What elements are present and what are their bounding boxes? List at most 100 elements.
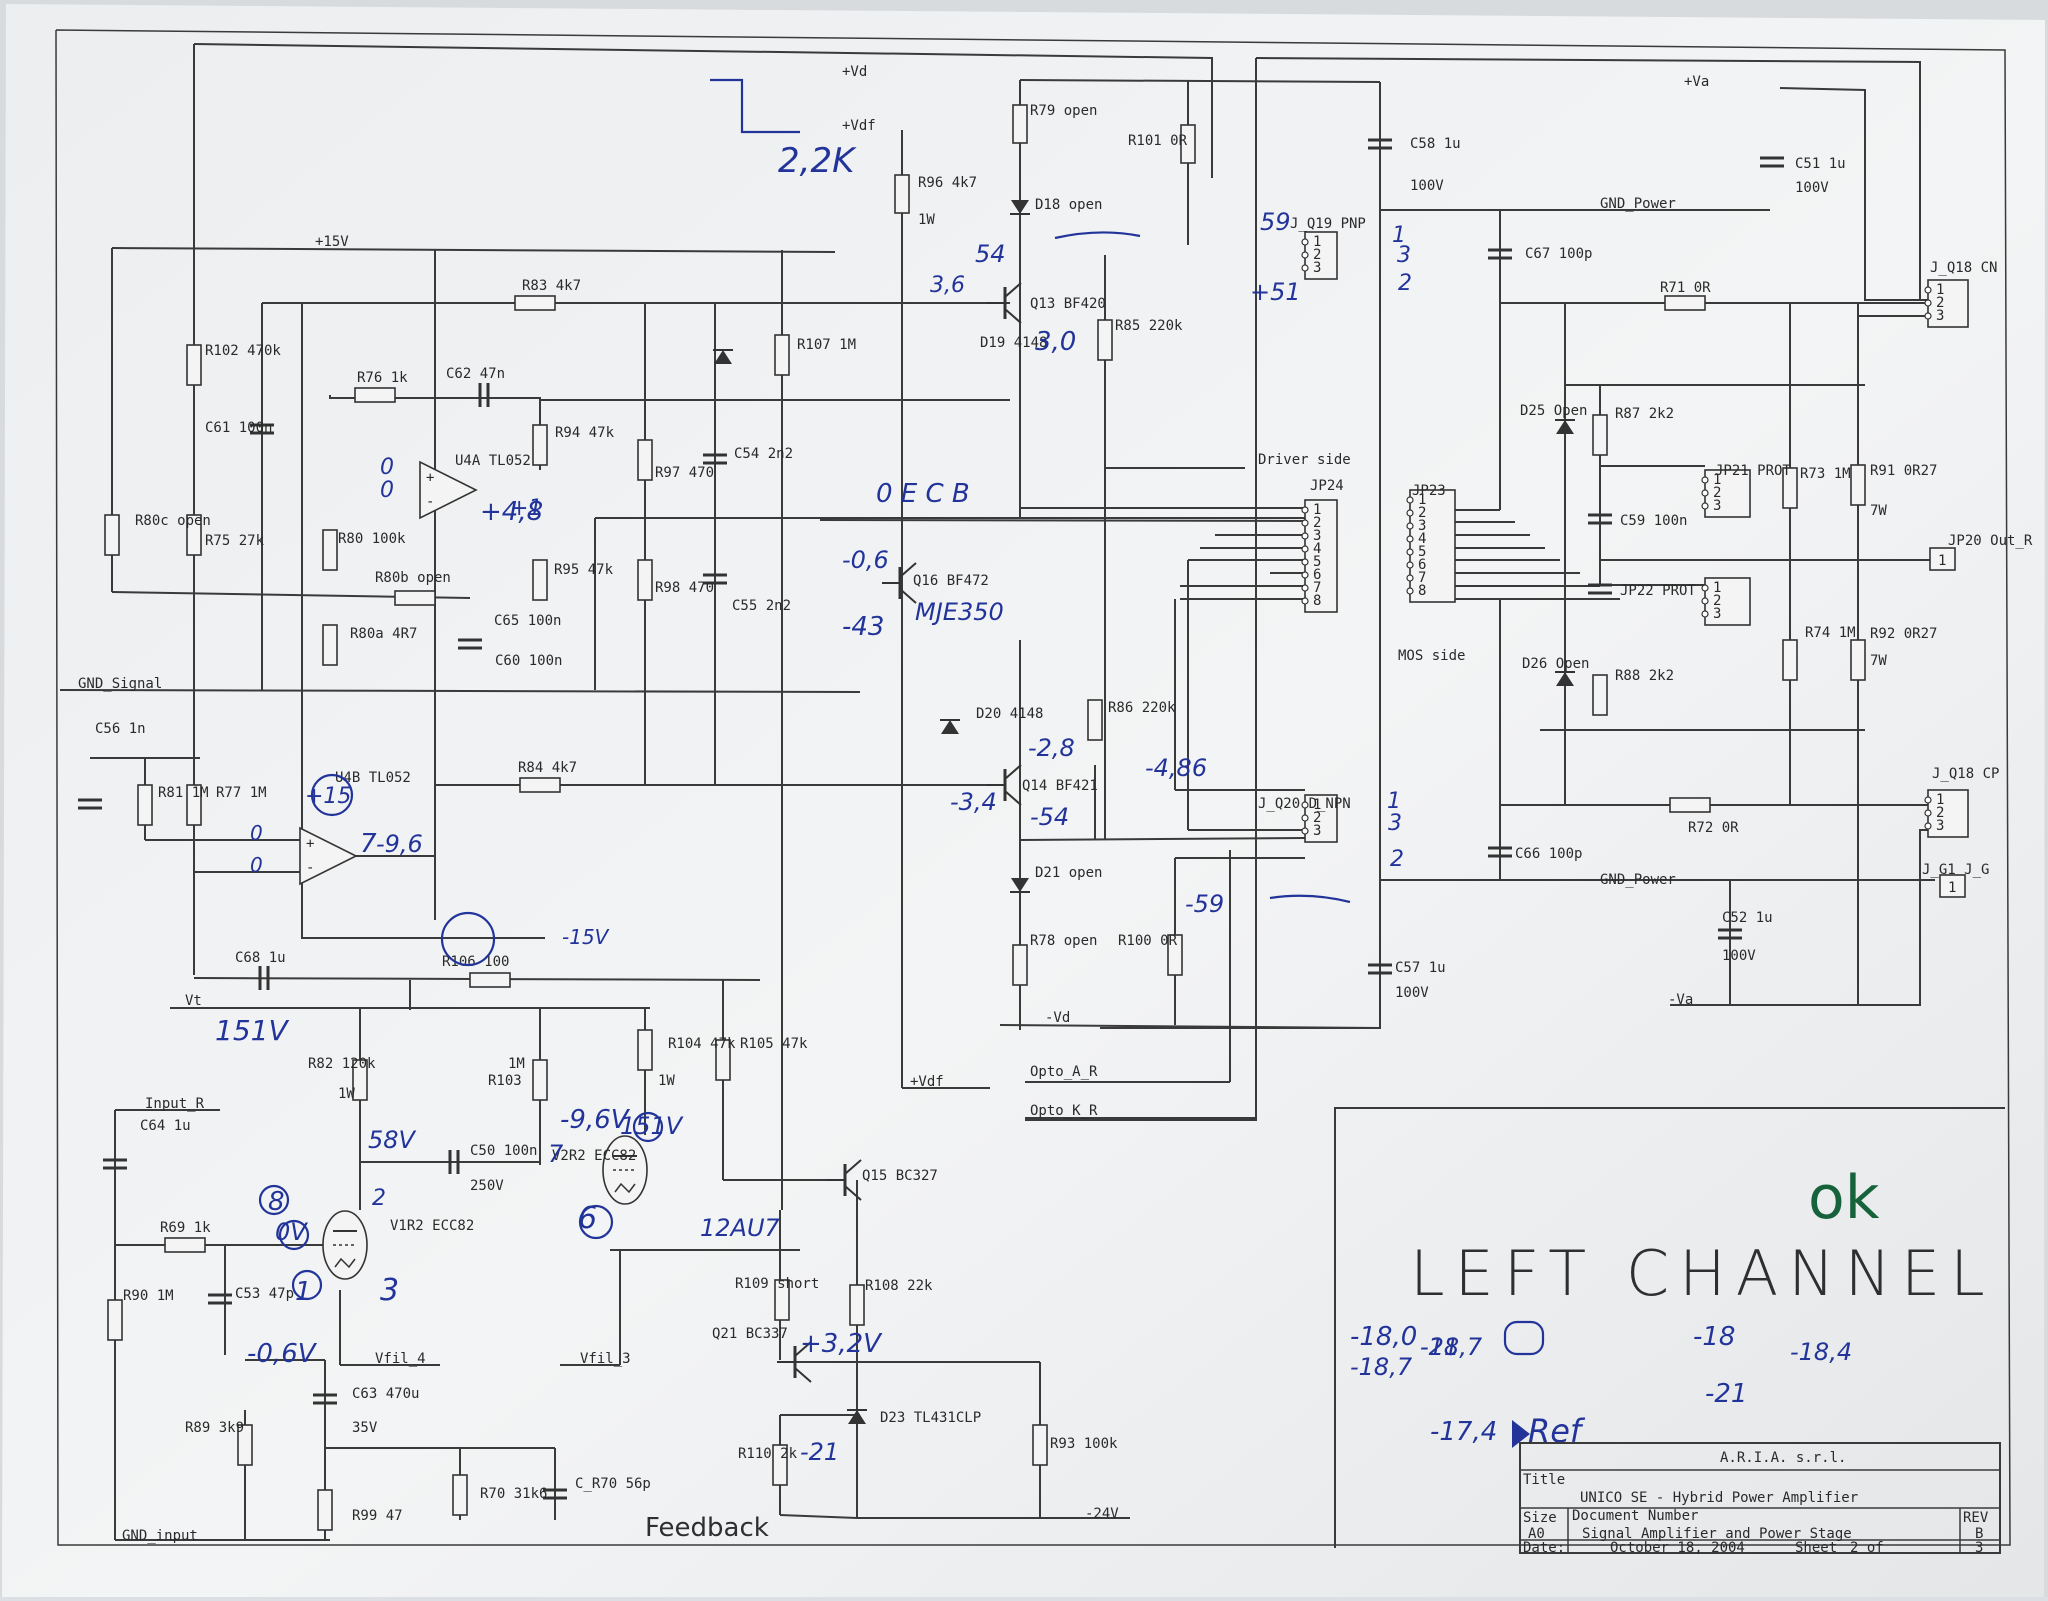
handwritten-note: -43 [842, 612, 884, 642]
handwritten-note: 2 [372, 1186, 386, 1211]
component-label: C61 100n [205, 420, 272, 436]
handwritten-note: -9,6V [560, 1105, 631, 1135]
component-label: R88 2k2 [1615, 668, 1674, 684]
resistor-symbol [532, 424, 548, 466]
jp20-pin-number: 1 [1938, 553, 1946, 569]
handwritten-note: -2,8 [1028, 734, 1075, 762]
capacitor-symbol [208, 1293, 232, 1305]
component-label: R94 47k [555, 425, 615, 441]
handwritten-note: +4,8 [480, 497, 543, 527]
resistor-symbol [1167, 934, 1183, 976]
ink-circle [632, 1111, 664, 1143]
handwritten-note: 3 [1397, 243, 1411, 268]
component-label: C68 1u [235, 950, 286, 966]
net-label: Driver side [1258, 452, 1351, 468]
component-label: R99 47 [352, 1508, 403, 1524]
component-label: C_R70 56p [575, 1476, 651, 1492]
resistor-symbol [1664, 295, 1706, 311]
component-label: C50 100n [470, 1143, 537, 1159]
resistor-symbol [107, 1299, 123, 1341]
ink-circle [440, 911, 496, 967]
capacitor-symbol [1488, 248, 1512, 260]
component-label: 100V [1722, 948, 1756, 964]
jg1-pin-number: 1 [1948, 880, 1956, 896]
component-label: J_Q18 CN [1930, 260, 1997, 276]
net-label: GND_input [122, 1528, 198, 1544]
handwritten-note: 0 [380, 478, 394, 503]
component-label: R101 0R [1128, 133, 1188, 149]
component-label: Q21 BC337 [712, 1326, 788, 1342]
component-label: V2R2 ECC82 [552, 1148, 636, 1164]
component-label: R97 470 [655, 465, 714, 481]
transistor-symbol [987, 282, 1022, 324]
capacitor-symbol [703, 453, 727, 465]
handwritten-note: -15V [562, 925, 610, 949]
component-label: R78 open [1030, 933, 1097, 949]
component-label: JP22 PROT [1620, 583, 1696, 599]
ink-circle [310, 773, 354, 817]
capacitor-symbol [1718, 928, 1742, 940]
resistor-symbol [186, 784, 202, 826]
component-label: R80 100k [338, 531, 406, 547]
connector-pin-number: 3 [1313, 260, 1321, 276]
transistor-symbol [827, 1159, 862, 1201]
sheet-title-big: LEFT CHANNEL [1410, 1237, 1995, 1310]
net-label: -Vd [1045, 1010, 1070, 1026]
opamp-minus-pin: - [306, 860, 314, 876]
component-label: R106 100 [442, 954, 509, 970]
component-label: J_Q19 PNP [1290, 216, 1366, 232]
component-label: R70 31k6 [480, 1486, 547, 1502]
resistor-symbol [354, 387, 396, 403]
connector-pin-number: 2 [1313, 515, 1321, 531]
date-value: October 18, 2004 [1610, 1540, 1745, 1556]
diode-symbol [713, 349, 733, 364]
connector-pin-number: 1 [1713, 472, 1721, 488]
connector-pin-number: 1 [1313, 502, 1321, 518]
resistor-symbol [514, 295, 556, 311]
ink-circle [578, 1204, 614, 1240]
resistor-symbol [186, 514, 202, 556]
handwritten-note: 0 E C B [876, 479, 970, 509]
component-label: C56 1n [95, 721, 146, 737]
component-label: C63 470u [352, 1386, 419, 1402]
component-label: R69 1k [160, 1220, 211, 1236]
component-label: R95 47k [554, 562, 614, 578]
handwritten-note: 3 [380, 1273, 399, 1308]
component-label: 35V [352, 1420, 378, 1436]
connector-pin-number: 3 [1713, 606, 1721, 622]
title-label: Title [1523, 1472, 1565, 1488]
vacuum-tube-symbol [602, 1135, 648, 1205]
opamp-plus-pin: + [306, 836, 314, 852]
handwritten-note: 3,0 [1035, 327, 1076, 357]
net-label: Opto_A_R [1030, 1064, 1098, 1080]
ink-bracket [710, 78, 800, 134]
capacitor-symbol [250, 423, 274, 435]
handwritten-note: +3,2V [800, 1329, 883, 1359]
resistor-symbol [637, 1029, 653, 1071]
handwritten-note: 0 [250, 853, 263, 877]
resistor-symbol [715, 1039, 731, 1081]
component-label: D23 TL431CLP [880, 1410, 981, 1426]
component-label: Q13 BF420 [1030, 296, 1106, 312]
handwritten-note: 2,2K [778, 141, 857, 181]
handwritten-note: -0,6 [842, 546, 889, 574]
connector-pin-number: 2 [1713, 593, 1721, 609]
ink-transistor-sketch [1503, 1320, 1545, 1356]
handwritten-note: 1 [1387, 789, 1401, 814]
paper-sheet [2, 4, 2045, 1597]
resistor-symbol [637, 559, 653, 601]
connector-pin-number: 2 [1936, 295, 1944, 311]
component-label: R75 27k [205, 533, 265, 549]
component-label: C55 2n2 [732, 598, 791, 614]
transistor-symbol [777, 1341, 812, 1383]
resistor-symbol [1782, 467, 1798, 509]
ink-circle [278, 1219, 310, 1251]
opamp-symbol: +- [299, 826, 358, 886]
net-label: Vt [185, 993, 202, 1009]
connector-pin-number: 1 [1936, 792, 1944, 808]
net-label: -24V [1085, 1506, 1119, 1522]
resistor-symbol [317, 1489, 333, 1531]
handwritten-note: 54 [975, 240, 1006, 268]
resistor-symbol [394, 590, 436, 606]
